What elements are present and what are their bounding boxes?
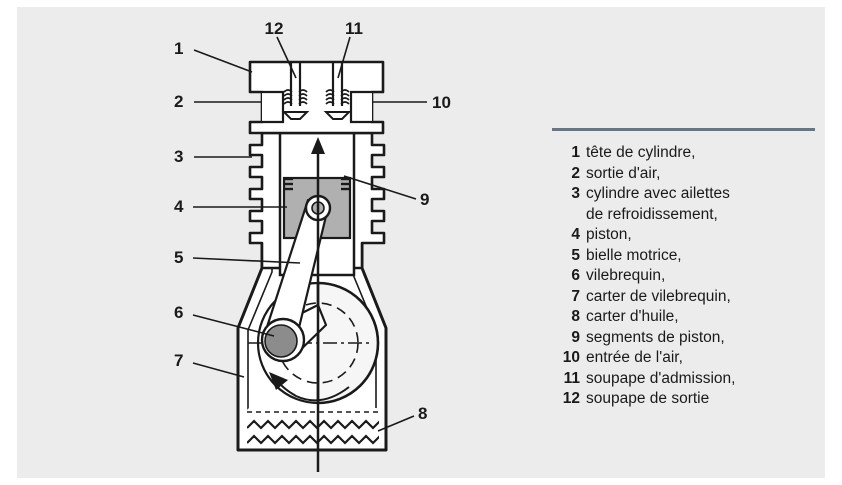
legend-text: carter d'huile, [586,308,679,325]
legend-list: 1 tête de cylindre, 2 sortie d'air, 3 cylindr… [552,143,736,410]
legend-item: de refroidissement, [552,205,735,226]
legend-item: 7 carter de vilebrequin, [552,287,735,308]
legend-text: de refroidissement, [586,205,718,223]
intake-port [349,90,372,124]
piston-rings [284,177,350,191]
legend-text: sortie d'air, [586,164,661,182]
legend-text: cylindre avec ailettes [586,185,730,202]
callout-10: 10 [432,93,451,112]
legend-number: 11 [563,369,580,387]
legend-item: 3 cylindre avec ailettes [552,184,735,205]
exhaust-port [262,90,285,124]
legend-text: soupape d'admission, [586,369,736,387]
legend-number: 5 [571,246,580,264]
legend-number: 2 [571,164,580,182]
callout-2: 2 [174,92,183,111]
legend-number: 4 [571,226,580,243]
legend-item: 8 carter d'huile, [552,307,735,328]
legend-text: tête de cylindre, [586,144,696,161]
callout-5: 5 [174,248,183,267]
diagram-panel: 1 2 3 4 5 6 7 8 9 10 11 12 1 tête de cyli… [17,7,825,478]
legend-item: 5 bielle motrice, [552,246,735,267]
intake-valve-spring [325,89,350,105]
legend-text: entrée de l'air, [586,349,683,366]
exhaust-valve-spring [283,89,308,105]
legend-number: 9 [571,328,580,346]
intake-valve-head [323,111,352,120]
legend-text: vilebrequin, [586,267,666,284]
legend-item: 11 soupape d'admission, [552,369,736,390]
callout-8: 8 [418,404,427,423]
legend-item: 9 segments de piston, [552,328,735,349]
legend-text: bielle motrice, [586,246,682,264]
callout-1: 1 [174,39,183,58]
legend-number: 8 [571,308,580,325]
callout-12: 12 [265,19,284,38]
legend-number: 1 [571,144,580,161]
legend-number: 12 [562,390,580,407]
legend-text: carter de vilebrequin, [586,287,731,305]
callout-6: 6 [174,303,183,322]
legend-number: 3 [571,185,580,202]
legend-item: 10 entrée de l'air, [552,348,735,369]
legend-number: 6 [571,267,580,284]
legend-text: piston, [586,226,632,243]
leader-lines [192,36,427,432]
legend-rule [552,128,815,131]
callout-9: 9 [420,190,429,209]
engine-diagram: 1 2 3 4 5 6 7 8 9 10 11 12 [174,19,451,472]
callout-3: 3 [174,147,183,166]
legend-number: 7 [571,287,580,305]
legend-item: 12 soupape de sortie [552,389,735,410]
legend-item: 1 tête de cylindre, [552,143,735,164]
callout-4: 4 [174,197,184,216]
legend-text: soupape de sortie [586,390,710,407]
exhaust-valve-head [281,111,310,120]
crank-pin-core [264,324,298,358]
legend-number: 10 [562,349,580,366]
airflow-arrowhead-icon [311,137,325,154]
rotation-arrowhead-icon [269,372,288,390]
legend-item: 6 vilebrequin, [552,266,735,287]
legend-item: 2 sortie d'air, [552,164,735,185]
oil-sump [247,408,379,448]
callout-11: 11 [345,19,363,38]
legend-text: segments de piston, [586,328,725,346]
legend-item: 4 piston, [552,225,735,246]
callout-7: 7 [174,351,183,370]
